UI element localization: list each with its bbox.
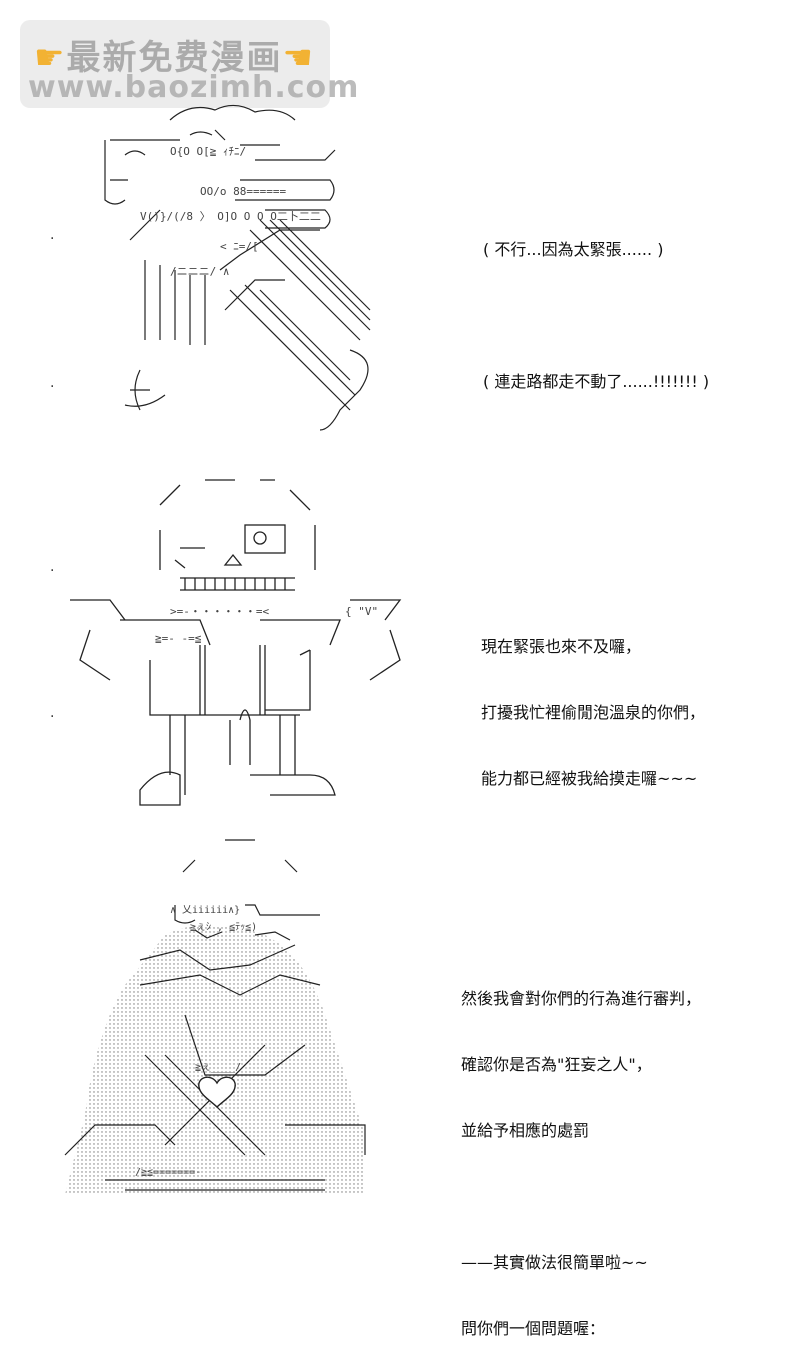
dialogue-line: ( 不行...因為太緊張...... ) [483, 240, 664, 259]
dialogue-line [461, 1186, 701, 1208]
pointing-finger-icon: ☛ [34, 38, 67, 78]
watermark-url: www.baozimh.com [28, 70, 360, 105]
svg-text:≧ぇｼ , ≦ﾃｯ≦): ≧ぇｼ , ≦ﾃｯ≦) [190, 922, 257, 933]
dialogue-line [483, 305, 709, 327]
margin-dot: . [50, 559, 55, 575]
svg-text:≧=- -=≦: ≧=- -=≦ [155, 632, 202, 645]
margin-dot: . [50, 375, 55, 391]
svg-text:>=-・・・・・・=<: >=-・・・・・・=< [170, 605, 269, 618]
svg-text:< ﾆ=/[: < ﾆ=/[ [220, 240, 259, 253]
dialogue-line: 並給予相應的處罰 [461, 1121, 590, 1140]
dialogue-line: 確認你是否為"狂妄之人"， [461, 1055, 652, 1074]
dialogue-line: ——其實做法很簡單啦~~ [461, 1253, 648, 1272]
svg-text:V()}/(/8 〉 O]O O O O二卜二二: V()}/(/8 〉 O]O O O O二卜二二 [140, 210, 321, 223]
panel-1-ascii-art: O{O O[≧ ｨﾁﾆ/ OO/o 88====== V()}/(/8 〉 O]… [104, 104, 371, 431]
watermark: ☛最新免费漫画☚ www.baozimh.com [20, 20, 358, 108]
margin-dot: . [50, 227, 55, 243]
watermark-title: ☛最新免费漫画☚ [34, 38, 315, 78]
dialogue-line: 現在緊張也來不及囉， [481, 637, 642, 656]
heart-icon [198, 1076, 236, 1108]
svg-text:≧ぇ____/: ≧ぇ____/ [195, 1062, 241, 1073]
svg-text:/ニニニ/ ∧: /ニニニ/ ∧ [170, 265, 230, 278]
svg-text:OO/o 88======: OO/o 88====== [200, 185, 286, 198]
panel-1-dialogue: ( 不行...因為太緊張...... ) ( 連走路都走不動了......!!!… [483, 195, 709, 415]
margin-dot: . [50, 705, 55, 721]
dialogue-line: 然後我會對你們的行為進行審判， [461, 989, 702, 1008]
panel-3-ascii-art: ∧ 乂iiiiii∧} ≧ぇｼ , ≦ﾃｯ≦) ≧ぇ____/ /≧≦=====… [64, 839, 366, 1195]
svg-text:O{O O[≧ ｨﾁﾆ/: O{O O[≧ ｨﾁﾆ/ [170, 145, 246, 158]
panel-2-ascii-art: >=-・・・・・・=< ≧=- -=≦ { "V" [70, 479, 402, 806]
svg-text:{ "V": { "V" [345, 605, 378, 618]
dialogue-line: 能力都已經被我給摸走囉~~~ [481, 769, 698, 788]
pointing-finger-icon: ☚ [282, 38, 315, 78]
svg-text:/≧≦=======-: /≧≦=======- [135, 1167, 201, 1178]
panel-3-dialogue: 然後我會對你們的行為進行審判， 確認你是否為"狂妄之人"， 並給予相應的處罰 —… [461, 944, 701, 1362]
svg-text:∧ 乂iiiiii∧}: ∧ 乂iiiiii∧} [170, 905, 240, 916]
panel-2-dialogue: 現在緊張也來不及囉， 打擾我忙裡偷閒泡溫泉的你們， 能力都已經被我給摸走囉~~~ [481, 592, 705, 812]
dialogue-line: ( 連走路都走不動了......!!!!!!! ) [483, 372, 710, 391]
dialogue-line: 問你們一個問題喔： [461, 1319, 606, 1338]
dialogue-line: 打擾我忙裡偷閒泡溫泉的你們， [481, 703, 706, 722]
